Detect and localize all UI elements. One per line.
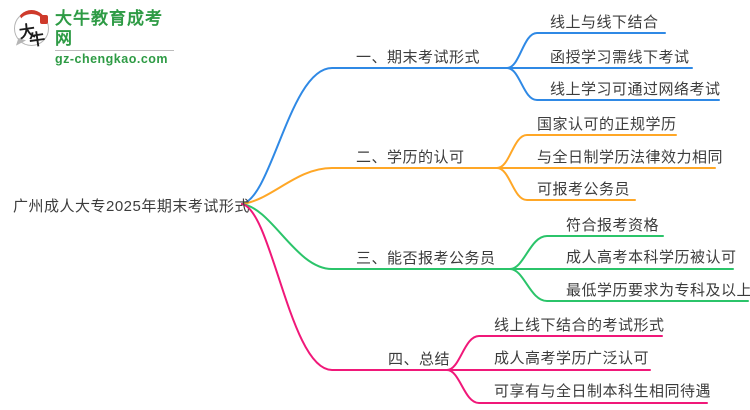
- logo-site-url: gz-chengkao.com: [54, 52, 169, 66]
- logo-separator: [54, 50, 174, 51]
- root-node-label: 广州成人大专2025年期末考试形式: [13, 198, 250, 215]
- branch1-child2-label: 函授学习需线下考试: [550, 49, 690, 66]
- branch4-child1-label: 线上线下结合的考试形式: [494, 317, 665, 334]
- connector-root-branch2: [241, 167, 498, 205]
- logo-red-seal-icon: [40, 15, 48, 24]
- branch3-label: 三、能否报考公务员: [356, 250, 496, 267]
- connector-branch2-child1: [496, 134, 677, 169]
- logo-bubble-icon: 大 牛: [14, 10, 49, 51]
- connector-root-branch1: [241, 67, 508, 205]
- branch3-child2-label: 成人高考本科学历被认可: [566, 249, 737, 266]
- branch2-child3-label: 可报考公务员: [537, 181, 631, 198]
- connector-branch3-child3: [509, 268, 749, 302]
- logo-char-niu: 牛: [28, 30, 47, 51]
- branch4-child3-label: 可享有与全日制本科生相同待遇: [494, 383, 712, 400]
- branch3-child1-label: 符合报考资格: [566, 217, 660, 234]
- branch1-child3-label: 线上学习可通过网络考试: [550, 81, 721, 98]
- connector-branch4-child1: [446, 335, 663, 371]
- branch1-child1-label: 线上与线下结合: [550, 14, 659, 31]
- site-logo[interactable]: 大 牛 大牛教育成考网 gz-chengkao.com: [14, 9, 174, 66]
- branch3-child3-label: 最低学历要求为专科及以上: [566, 282, 750, 299]
- connector-root-branch3: [241, 203, 511, 270]
- connector-branch1-child3: [506, 67, 720, 101]
- branch2-child2-label: 与全日制学历法律效力相同: [537, 149, 724, 166]
- connector-branch1-child1: [506, 32, 666, 69]
- logo-text-block: 大牛教育成考网 gz-chengkao.com: [54, 9, 174, 66]
- connector-branch4-child3: [446, 369, 708, 404]
- connector-root-branch4: [241, 203, 448, 371]
- connector-branch3-child1: [509, 235, 664, 270]
- logo-site-name: 大牛教育成考网: [54, 9, 163, 48]
- branch4-child2-label: 成人高考学历广泛认可: [494, 350, 650, 367]
- branch4-label: 四、总结: [388, 351, 451, 368]
- branch2-label: 二、学历的认可: [356, 149, 465, 166]
- branch2-child1-label: 国家认可的正规学历: [537, 116, 677, 133]
- connector-branch2-child3: [496, 167, 636, 201]
- logo-red-arc: [17, 10, 46, 24]
- branch1-label: 一、期末考试形式: [356, 49, 481, 66]
